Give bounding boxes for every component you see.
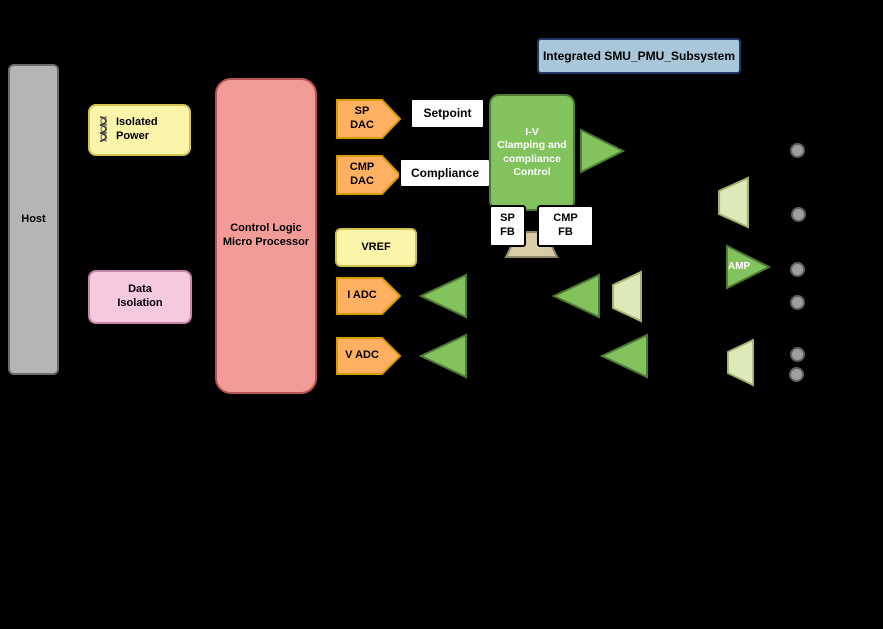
compliance-callout: Compliance — [399, 158, 491, 188]
sp-dac-block: SP DAC — [336, 99, 402, 139]
left-triangle-shape — [551, 273, 600, 319]
left-triangle-shape — [599, 333, 648, 379]
right-arrow-shape — [336, 99, 402, 139]
cmp-dac-block: CMP DAC — [336, 155, 402, 195]
iv-clamping-label: I-V Clamping and compliance Control — [497, 126, 567, 178]
vref-block: VREF — [335, 228, 417, 267]
sense-buffer-trapezoid-top — [718, 176, 749, 229]
iv-clamping-block: I-V Clamping and compliance Control — [489, 94, 575, 211]
v-adc-block: V ADC — [336, 337, 402, 375]
v-adc-input-amp-triangle — [418, 333, 467, 379]
buffer-amp-triangle — [580, 128, 626, 174]
left-trapezoid-shape — [727, 338, 754, 387]
sense-buffer-trapezoid-bottom — [727, 338, 754, 387]
right-arrow-shape — [336, 277, 402, 315]
right-arrow-shape — [336, 337, 402, 375]
isolated-power-block: Isolated Power — [88, 104, 191, 156]
transformer-coil-icon — [99, 116, 108, 142]
current-sense-amp-triangle — [551, 273, 600, 319]
cmp-fb-box: CMP FB — [537, 205, 594, 247]
terminal-dot — [791, 207, 806, 222]
right-arrow-shape — [336, 155, 402, 195]
terminal-dot — [790, 347, 805, 362]
terminal-dot — [790, 262, 805, 277]
sp-fb-label: SP FB — [500, 212, 515, 238]
cmp-fb-label: CMP FB — [553, 212, 578, 238]
sense-buffer-trapezoid-mid — [612, 270, 642, 323]
setpoint-callout: Setpoint — [410, 98, 485, 129]
terminal-dot — [790, 143, 805, 158]
host-label: Host — [21, 212, 46, 225]
left-trapezoid-shape — [718, 176, 749, 229]
terminal-dot — [789, 367, 804, 382]
compliance-label: Compliance — [410, 165, 479, 180]
data-isolation-label: Data Isolation — [117, 283, 163, 309]
right-triangle-shape — [726, 244, 772, 290]
left-triangle-shape — [418, 333, 467, 379]
left-triangle-shape — [418, 273, 467, 319]
sp-fb-box: SP FB — [489, 205, 526, 247]
subsystem-title: Integrated SMU_PMU_Subsystem — [542, 48, 736, 63]
terminal-dot — [790, 295, 805, 310]
control-logic-block: Control Logic Micro Processor — [215, 78, 317, 394]
left-trapezoid-shape — [612, 270, 642, 323]
vref-label: VREF — [361, 240, 391, 253]
control-logic-label: Control Logic Micro Processor — [222, 222, 310, 248]
right-triangle-shape — [580, 128, 626, 174]
subsystem-title-box: Integrated SMU_PMU_Subsystem — [537, 38, 741, 74]
voltage-sense-amp-triangle — [599, 333, 648, 379]
i-adc-input-amp-triangle — [418, 273, 467, 319]
amp-output-triangle: AMP — [726, 244, 772, 290]
setpoint-label: Setpoint — [423, 106, 472, 120]
i-adc-block: I ADC — [336, 277, 402, 315]
data-isolation-block: Data Isolation — [88, 270, 192, 324]
host-block: Host — [8, 64, 59, 375]
